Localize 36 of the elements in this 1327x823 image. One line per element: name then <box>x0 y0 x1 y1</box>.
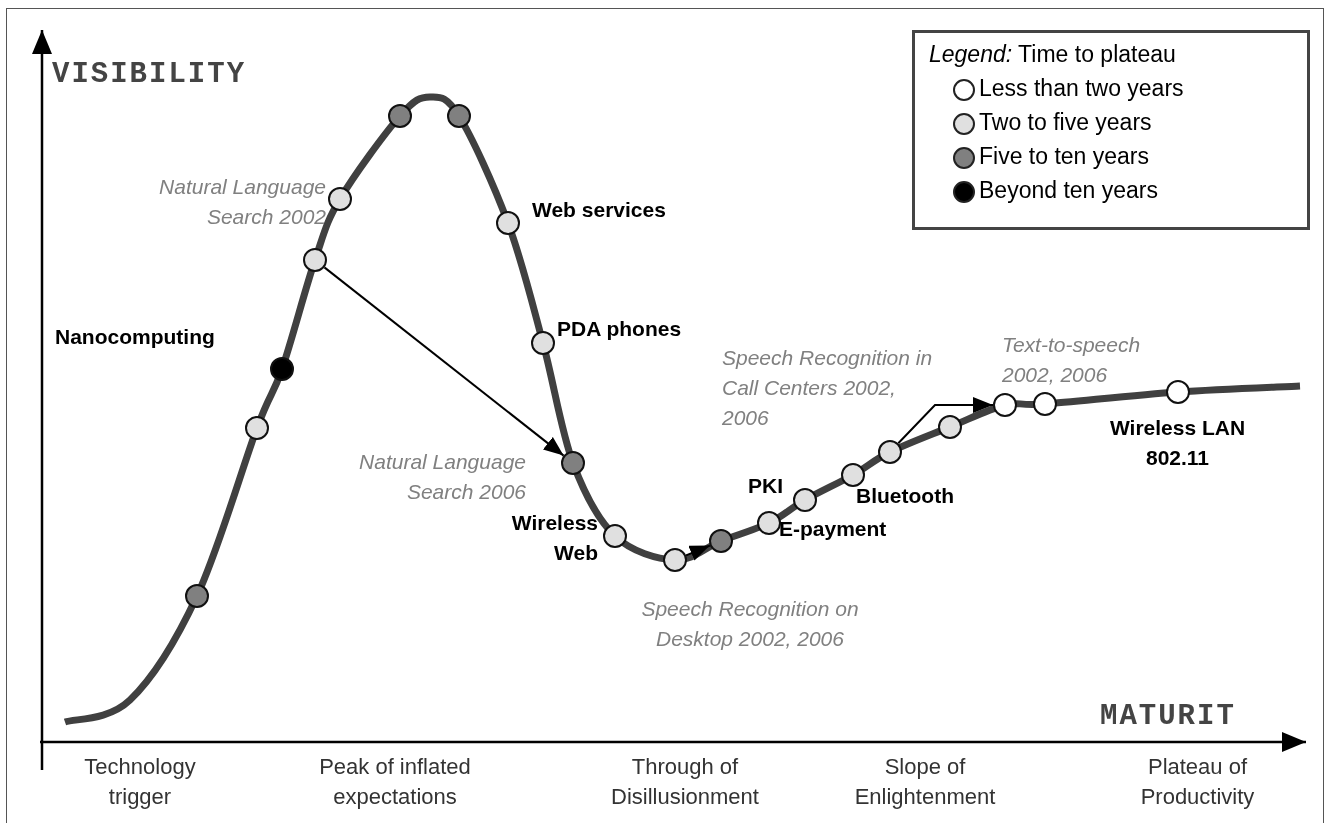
legend-title: Legend: Time to plateau <box>929 41 1176 68</box>
technology-label: Natural Language Search 2006 <box>358 449 526 505</box>
phase-label: Technology trigger <box>83 753 197 811</box>
legend-label: Two to five years <box>979 109 1152 136</box>
technology-label: E-payment <box>779 516 888 542</box>
axis-label: MATURIT <box>1100 700 1236 733</box>
marker-circle <box>993 393 1017 417</box>
marker-circle <box>303 248 327 272</box>
marker-circle <box>388 104 412 128</box>
technology-label: PDA phones <box>557 316 683 342</box>
legend-label: Beyond ten years <box>979 177 1158 204</box>
marker-circle <box>709 529 733 553</box>
phase-label: Plateau of Productivity <box>1139 753 1256 811</box>
phase-label: Peak of inflated expectations <box>318 753 472 811</box>
marker-circle <box>185 584 209 608</box>
arrow <box>323 266 565 457</box>
phase-label: Through of Disillusionment <box>610 753 760 811</box>
technology-label: Wireless Web <box>510 510 598 566</box>
technology-label: Natural Language Search 2002 <box>158 174 326 230</box>
legend-label: Less than two years <box>979 75 1184 102</box>
technology-label: PKI <box>748 473 784 499</box>
technology-label: Nanocomputing <box>55 324 216 350</box>
arrow <box>685 544 711 561</box>
phase-label: Slope of Enlightenment <box>853 753 997 811</box>
technology-label: Wireless LAN 802.11 <box>1108 415 1247 471</box>
technology-label: Speech Recognition in Call Centers 2002, 2006 <box>722 345 934 431</box>
technology-label: Bluetooth <box>856 483 955 509</box>
technology-label: Web services <box>532 197 667 223</box>
technology-label: Text-to-speech 2002, 2006 <box>1002 332 1142 388</box>
marker-circle <box>878 440 902 464</box>
legend-label: Five to ten years <box>979 143 1150 170</box>
marker-circle <box>447 104 471 128</box>
arrow <box>897 397 994 445</box>
axis-label: VISIBILITY <box>52 58 247 91</box>
marker-circle <box>245 416 269 440</box>
technology-label: Speech Recognition on Desktop 2002, 2006 <box>640 596 860 652</box>
